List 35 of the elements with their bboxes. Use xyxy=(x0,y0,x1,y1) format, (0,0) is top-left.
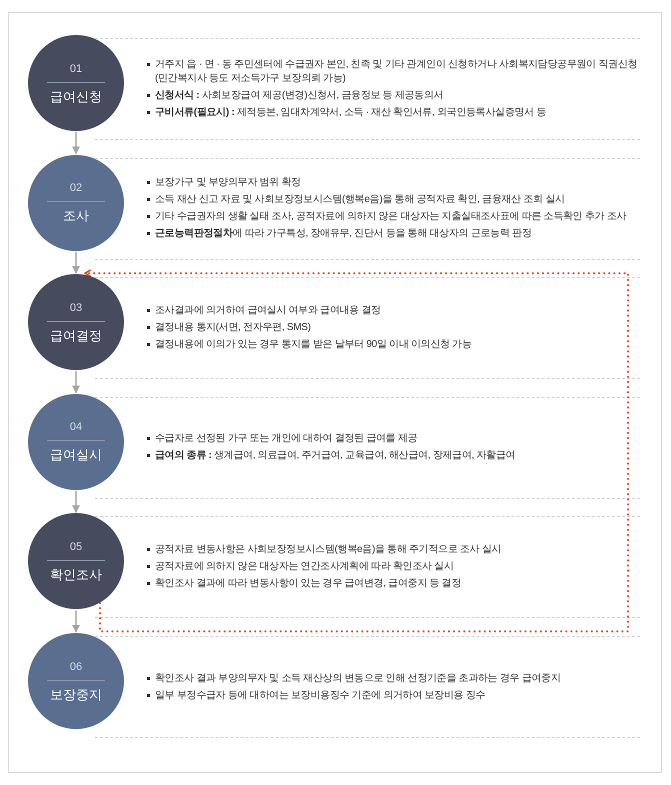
bullet-text: 조사결과에 의거하여 급여실시 여부와 급여내용 결정 xyxy=(155,304,381,318)
step-title: 확인조사 xyxy=(50,568,102,581)
bullet-text: 결정내용 통지(서면, 전자우편, SMS) xyxy=(155,321,311,336)
bullet-text: 확인조사 결과에 따라 변동사항이 있는 경우 급여변경, 급여중지 등 결정 xyxy=(155,577,462,592)
step-number: 05 xyxy=(70,542,82,553)
step-title: 급여신청 xyxy=(50,90,102,102)
step-title: 급여결정 xyxy=(50,328,102,342)
step-title: 조사 xyxy=(63,209,89,222)
bullet-text: 구비서류(필요시) : 제적등본, 임대차계약서, 소득 · 재산 확인서류, 외국인등록사실증명서 등 xyxy=(155,106,546,120)
step-number: 04 xyxy=(70,422,82,434)
bullet-text: 일부 부정수급자 등에 대하여는 보장비용징수 기준에 의거하여 보장비용 징수 xyxy=(155,688,486,702)
bullet-text: 결정내용에 이의가 있는 경우 통지를 받은 날부터 90일 이내 이의신청 가능 xyxy=(155,338,472,352)
bullet-text: 수급자로 선정된 가구 또는 개인에 대하여 결정된 급여를 제공 xyxy=(155,432,418,446)
bullet-text: 근로능력판정절차에 따라 가구특성, 장애유무, 진단서 등을 통해 대상자의 근로능력 판정 xyxy=(155,227,532,242)
step-number: 01 xyxy=(70,64,82,74)
bullet-text: 급여의 종류 : 생계급여, 의료급여, 주거급여, 교육급여, 해산급여, 장제급여, 자활급여 xyxy=(155,449,516,464)
step-number: 03 xyxy=(70,302,82,314)
dotted-feedback-arrow xyxy=(84,269,629,632)
bullet-text: 공적자료에 의하지 않은 대상자는 연간조사계획에 따라 확인조사 실시 xyxy=(155,560,454,574)
bullet-text: 공적자료 변동사항은 사회보장정보시스템(행복e음)을 통해 주기적으로 조사 실시 xyxy=(155,543,502,558)
bullet-text: 거주지 읍 · 면 · 동 주민센터에 수급권자 본인, 친족 및 기타 관계인이 신청하거나 사회복지담당공무원이 직권신청 (민간복지사 등도 저소득가구 보장의뢰 가능) xyxy=(155,58,638,86)
step-title: 보장중지 xyxy=(50,688,102,700)
bullet-text: 소득 재산 신고 자료 및 사회보장정보시스템(행복e음)을 통해 공적자료 확인, 금융재산 조회 실시 xyxy=(155,193,565,208)
bullet-text: 확인조사 결과 부양의무자 및 소득 재산상의 변동으로 인해 선정기준을 초과하는 경우 급여중지 xyxy=(155,672,561,686)
bullet-text: 보장가구 및 부양의무자 범위 확정 xyxy=(155,176,301,190)
arrow xyxy=(72,371,80,394)
arrow xyxy=(72,610,80,633)
arrow xyxy=(72,490,80,514)
bullet-text: 기타 수급권자의 생활 실태 조사, 공적자료에 의하지 않은 대상자는 지출실태조사표에 따른 소득확인 추가 조사 xyxy=(155,210,626,224)
bullet-text: 신청서식 : 사회보장급여 제공(변경)신청서, 금융정보 등 제공동의서 xyxy=(155,89,444,103)
arrow xyxy=(72,132,80,154)
step-title: 급여실시 xyxy=(50,448,102,462)
step-number: 06 xyxy=(70,662,82,672)
step-number: 02 xyxy=(70,183,82,194)
arrow xyxy=(72,252,80,274)
